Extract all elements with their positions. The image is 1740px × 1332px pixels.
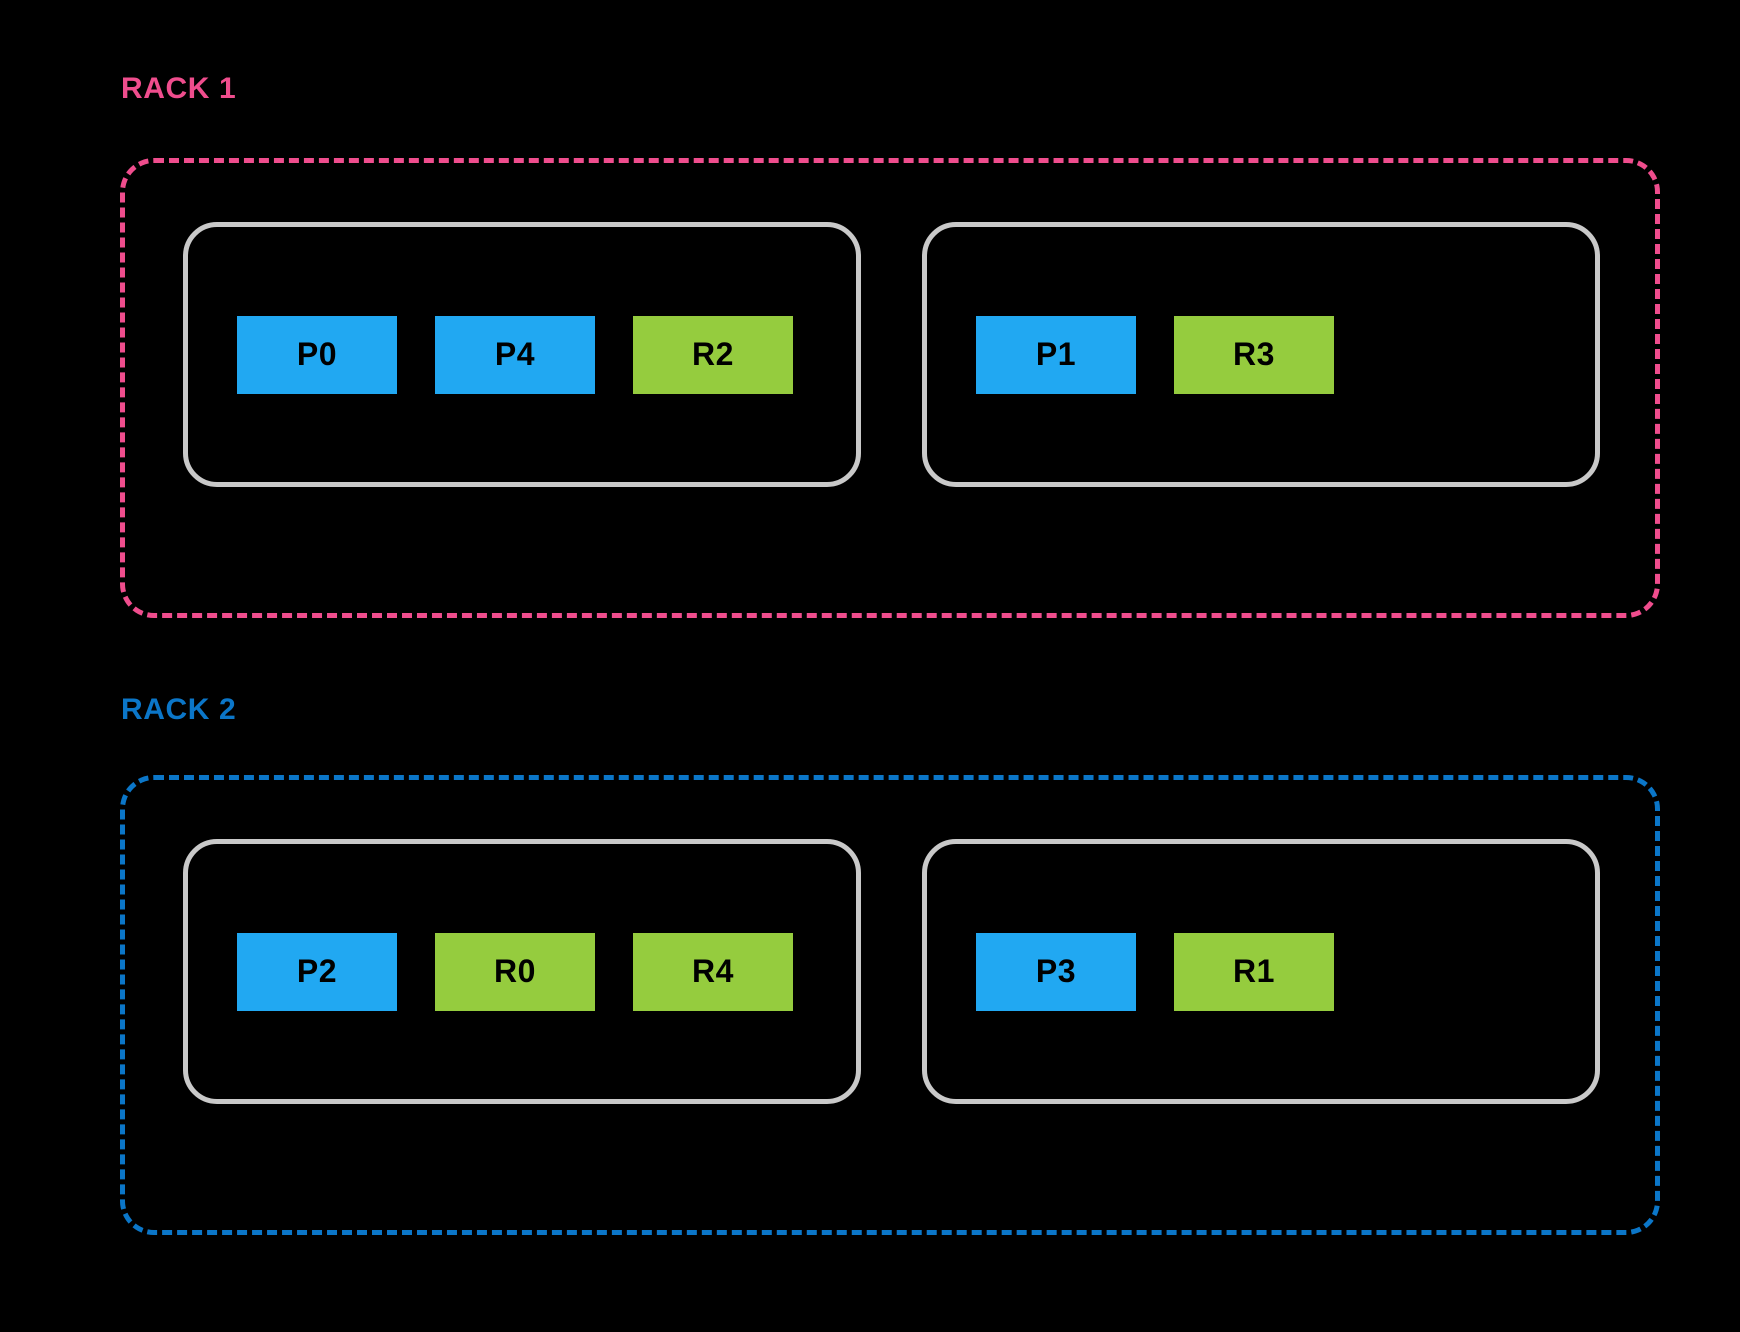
rack-1-node-1: P0 P4 R2 (183, 222, 861, 487)
rack-1-node-2: P1 R3 (922, 222, 1600, 487)
rack-group-1: RACK 1 P0 P4 R2 P1 R3 (0, 0, 1740, 640)
replica-chip: R3 (1174, 315, 1334, 394)
rack-1-node-2-slots: P1 R3 (976, 315, 1334, 394)
rack-2-node-1-slots: P2 R0 R4 (237, 932, 793, 1011)
replica-chip: R1 (1174, 932, 1334, 1011)
rack-1-node-1-slots: P0 P4 R2 (237, 315, 793, 394)
partition-chip: P3 (976, 932, 1136, 1011)
rack-2-node-1: P2 R0 R4 (183, 839, 861, 1104)
replica-chip: R4 (633, 932, 793, 1011)
replica-chip: R0 (435, 932, 595, 1011)
partition-chip: P2 (237, 932, 397, 1011)
rack-2-node-2-slots: P3 R1 (976, 932, 1334, 1011)
replica-chip: R2 (633, 315, 793, 394)
rack-1-outline (120, 158, 1660, 618)
rack-2-node-2: P3 R1 (922, 839, 1600, 1104)
partition-chip: P0 (237, 315, 397, 394)
partition-chip: P4 (435, 315, 595, 394)
partition-chip: P1 (976, 315, 1136, 394)
rack-1-label: RACK 1 (121, 72, 237, 105)
rack-2-outline (120, 775, 1660, 1235)
rack-2-label: RACK 2 (121, 693, 237, 726)
